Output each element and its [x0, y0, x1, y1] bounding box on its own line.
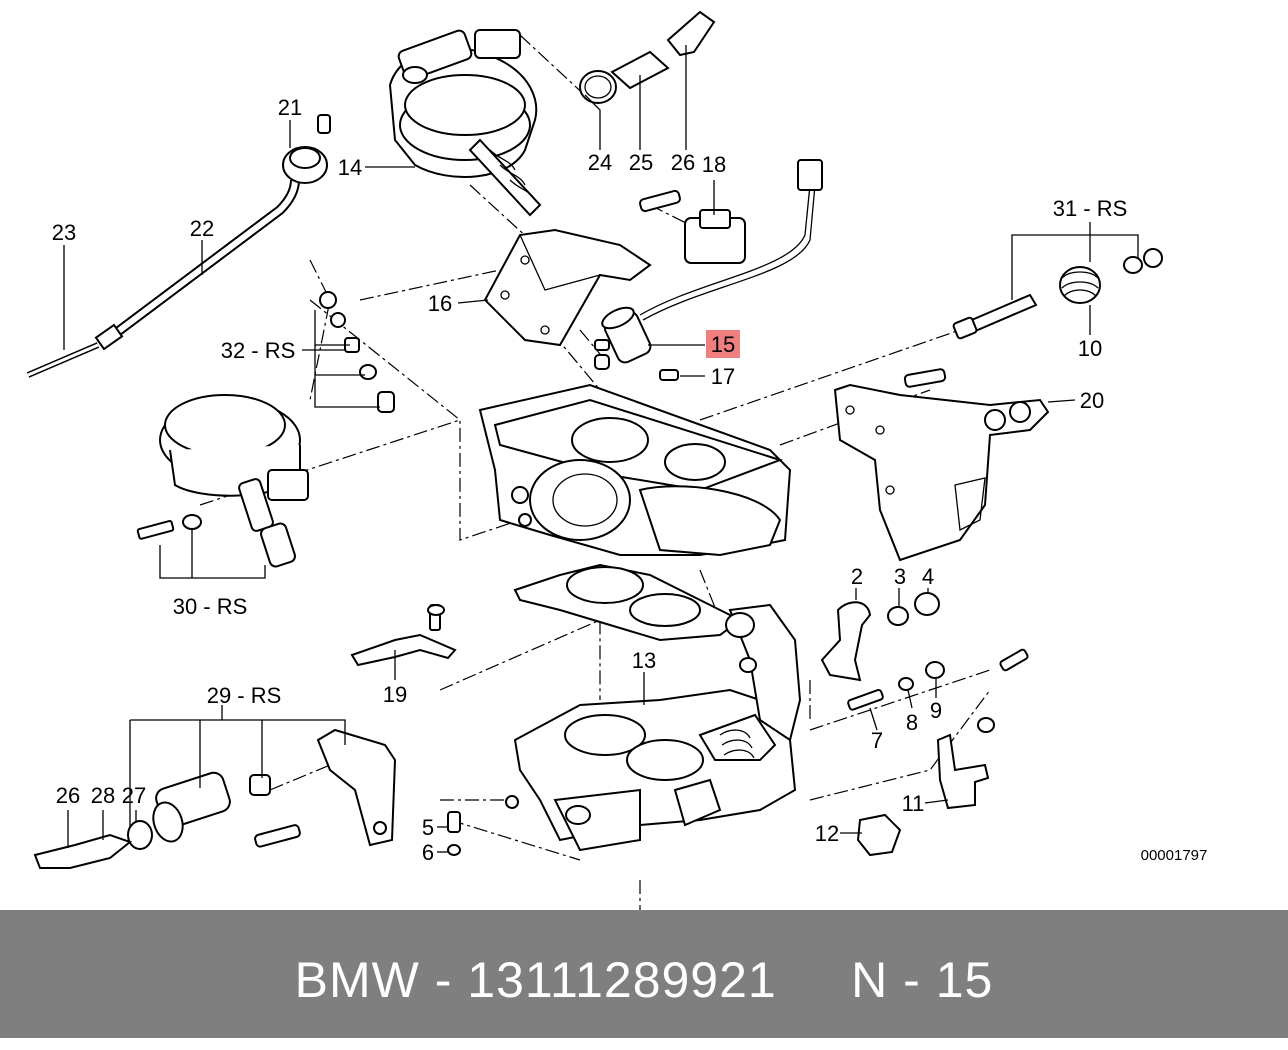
callout-highlight-15 [706, 330, 740, 358]
callout-26-top: 26 [671, 150, 695, 175]
callout-20: 20 [1080, 388, 1104, 413]
sensor-18 [639, 159, 823, 321]
callout-22: 22 [190, 216, 214, 241]
callout-25: 25 [629, 150, 653, 175]
callout-23: 23 [52, 220, 76, 245]
callout-4: 4 [922, 564, 934, 589]
callout-2: 2 [851, 564, 863, 589]
small-parts-32 [314, 291, 395, 413]
callout-8: 8 [906, 710, 918, 735]
callout-26-bottom: 26 [56, 783, 80, 808]
valve-15 [594, 306, 679, 381]
bracket-16 [483, 228, 652, 347]
parts-5-6 [447, 811, 461, 856]
callout-27: 27 [122, 783, 146, 808]
gasket-13 [513, 563, 742, 642]
parts-2-3-4 [820, 592, 1029, 733]
rod-23 [26, 342, 100, 378]
parts-diagram: 21 14 24 25 26 18 23 22 16 15 17 31 - RS… [26, 10, 1208, 910]
bracket-20 [833, 368, 1050, 562]
callout-16: 16 [428, 291, 452, 316]
callout-30-rs: 30 - RS [173, 594, 248, 619]
callout-12: 12 [815, 821, 839, 846]
bracket-11-clip-12 [856, 733, 990, 857]
spindle-31 [952, 248, 1163, 340]
callout-3: 3 [894, 564, 906, 589]
vacuum-actuator-30 [136, 394, 309, 579]
callout-5: 5 [422, 815, 434, 840]
callout-11: 11 [902, 791, 925, 816]
lever-19 [350, 604, 457, 667]
callout-15: 15 [711, 332, 735, 357]
callout-7: 7 [871, 728, 883, 753]
exploded-view-drawing: 21 14 24 25 26 18 23 22 16 15 17 31 - RS… [26, 10, 1208, 910]
callout-9: 9 [930, 698, 942, 723]
callout-21: 21 [278, 95, 302, 120]
sensor-group-29 [33, 719, 397, 869]
carburetor-upper [478, 383, 792, 557]
callout-6: 6 [422, 840, 434, 865]
callout-28: 28 [91, 783, 115, 808]
diagram-code: 00001797 [1141, 847, 1208, 864]
callout-labels: 21 14 24 25 26 18 23 22 16 15 17 31 - RS… [52, 95, 1208, 865]
callout-19: 19 [383, 682, 407, 707]
callout-31-rs: 31 - RS [1053, 196, 1128, 221]
callout-10: 10 [1078, 336, 1102, 361]
callout-32-rs: 32 - RS [221, 338, 296, 363]
callout-14: 14 [338, 155, 362, 180]
callout-29-rs: 29 - RS [207, 683, 282, 708]
callout-24: 24 [588, 150, 612, 175]
callout-18: 18 [702, 152, 726, 177]
callout-17: 17 [711, 364, 735, 389]
throttle-body-lower [505, 603, 802, 852]
small-parts-top [579, 10, 716, 104]
callout-13: 13 [632, 648, 656, 673]
part-number-caption: BMW - 13111289921 N - 15 [294, 952, 994, 1008]
vacuum-unit-14 [388, 29, 542, 217]
vacuum-hose-22 [94, 33, 411, 351]
leader-lines [63, 45, 1139, 853]
footer-bar: BMW - 13111289921 N - 15 [0, 910, 1288, 1038]
